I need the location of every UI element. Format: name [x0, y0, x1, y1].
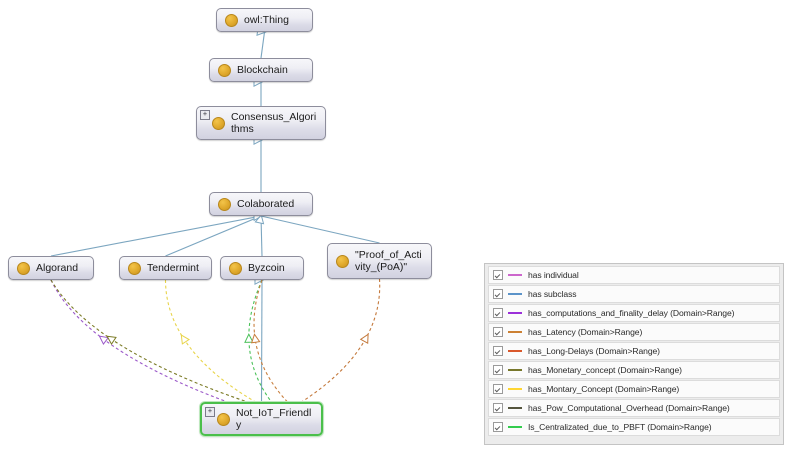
class-bullet-icon: [225, 14, 238, 27]
graph-canvas[interactable]: owl:ThingBlockchain + Consensus_Algorithms…: [0, 0, 470, 450]
legend-label: has_Montary_Concept (Domain>Range): [528, 384, 679, 394]
legend-label: has_Long-Delays (Domain>Range): [528, 346, 660, 356]
subclass-edge: [261, 216, 380, 243]
class-bullet-icon: [218, 64, 231, 77]
class-node-label: Algorand: [36, 262, 78, 274]
class-node-label: Consensus_Algorithms: [231, 111, 318, 135]
class-node-label: Colaborated: [237, 198, 294, 210]
class-node-label: owl:Thing: [244, 14, 289, 26]
legend-checkbox[interactable]: [493, 365, 503, 375]
class-node-label: Byzcoin: [248, 262, 285, 274]
subclass-edge: [261, 32, 265, 58]
legend-label: has subclass: [528, 289, 576, 299]
class-bullet-icon: [336, 255, 349, 268]
property-edge-arrow-icon: [251, 334, 260, 343]
legend-checkbox[interactable]: [493, 289, 503, 299]
legend-row[interactable]: has_Monetary_concept (Domain>Range): [488, 361, 780, 379]
legend-color-swatch-icon: [508, 388, 522, 390]
legend-row[interactable]: has_Montary_Concept (Domain>Range): [488, 380, 780, 398]
class-node-label: Not_IoT_Friendly: [236, 407, 314, 431]
class-node-owl-thing[interactable]: owl:Thing: [216, 8, 313, 32]
class-bullet-icon: [229, 262, 242, 275]
class-bullet-icon: [212, 117, 225, 130]
subclass-edge: [262, 280, 263, 402]
legend-color-swatch-icon: [508, 407, 522, 409]
subclass-edge: [261, 216, 262, 256]
legend-color-swatch-icon: [508, 312, 522, 314]
class-node-byzcoin[interactable]: Byzcoin: [220, 256, 304, 280]
expand-plus-icon[interactable]: +: [205, 407, 215, 417]
class-node-poa[interactable]: "Proof_of_Activity_(PoA)": [327, 243, 432, 279]
legend-label: has_Monetary_concept (Domain>Range): [528, 365, 682, 375]
expand-plus-icon[interactable]: +: [200, 110, 210, 120]
legend-label: Is_Centralizated_due_to_PBFT (Domain>Ran…: [528, 422, 712, 432]
class-node-algorand[interactable]: Algorand: [8, 256, 94, 280]
class-bullet-icon: [128, 262, 141, 275]
legend-color-swatch-icon: [508, 331, 522, 333]
legend-checkbox[interactable]: [493, 422, 503, 432]
property-edges: [51, 279, 380, 402]
class-node-label: Blockchain: [237, 64, 288, 76]
subclass-edge: [51, 216, 261, 256]
legend-row[interactable]: has_computations_and_finality_delay (Dom…: [488, 304, 780, 322]
class-node-blockchain[interactable]: Blockchain: [209, 58, 313, 82]
legend-panel[interactable]: has individual has subclass has_computatio…: [484, 263, 784, 445]
property-edge-has_Monetary_concept: [51, 280, 248, 402]
legend-color-swatch-icon: [508, 426, 522, 428]
legend-color-swatch-icon: [508, 369, 522, 371]
class-node-notiot[interactable]: + Not_IoT_Friendly: [200, 402, 323, 436]
legend-color-swatch-icon: [508, 350, 522, 352]
property-edge-arrow-icon: [178, 333, 189, 344]
legend-row[interactable]: has_Latency (Domain>Range): [488, 323, 780, 341]
legend-color-swatch-icon: [508, 274, 522, 276]
legend-checkbox[interactable]: [493, 308, 503, 318]
legend-label: has_computations_and_finality_delay (Dom…: [528, 308, 734, 318]
legend-row[interactable]: has subclass: [488, 285, 780, 303]
legend-label: has_Pow_Computational_Overhead (Domain>R…: [528, 403, 730, 413]
class-node-consensus[interactable]: + Consensus_Algorithms: [196, 106, 326, 140]
legend-row[interactable]: has_Long-Delays (Domain>Range): [488, 342, 780, 360]
subclass-edges: [51, 32, 380, 402]
class-bullet-icon: [17, 262, 30, 275]
legend-label: has individual: [528, 270, 579, 280]
legend-label: has_Latency (Domain>Range): [528, 327, 642, 337]
legend-checkbox[interactable]: [493, 403, 503, 413]
class-node-label: "Proof_of_Activity_(PoA)": [355, 249, 424, 273]
property-edge-has_computations_and_finality_delay: [51, 280, 228, 402]
property-edge-arrow-icon: [97, 333, 108, 344]
legend-row[interactable]: Is_Centralizated_due_to_PBFT (Domain>Ran…: [488, 418, 780, 436]
class-node-label: Tendermint: [147, 262, 199, 274]
legend-checkbox[interactable]: [493, 384, 503, 394]
legend-checkbox[interactable]: [493, 327, 503, 337]
subclass-edge: [166, 216, 262, 256]
class-node-colaborated[interactable]: Colaborated: [209, 192, 313, 216]
legend-checkbox[interactable]: [493, 346, 503, 356]
class-bullet-icon: [218, 198, 231, 211]
legend-color-swatch-icon: [508, 293, 522, 295]
class-node-tendermint[interactable]: Tendermint: [119, 256, 212, 280]
legend-row[interactable]: has_Pow_Computational_Overhead (Domain>R…: [488, 399, 780, 417]
legend-checkbox[interactable]: [493, 270, 503, 280]
property-edge-has_Montary_Concept: [166, 280, 256, 402]
property-edge-arrow-icon: [361, 332, 372, 343]
legend-row[interactable]: has individual: [488, 266, 780, 284]
class-bullet-icon: [217, 413, 230, 426]
